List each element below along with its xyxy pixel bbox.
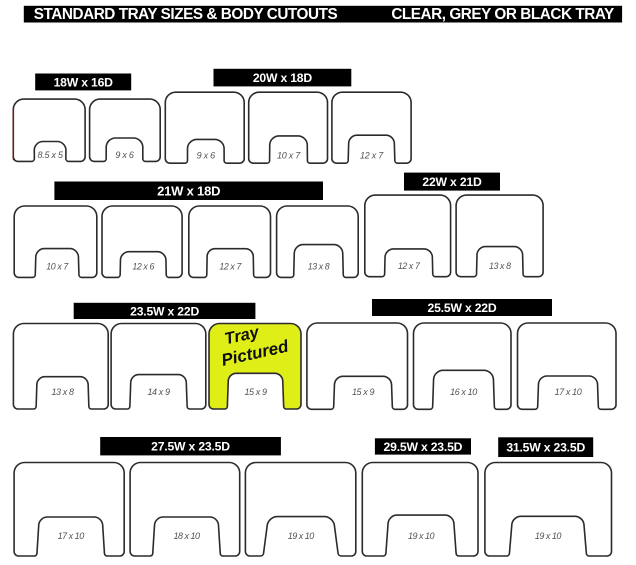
svg-text:12 x 7: 12 x 7: [219, 261, 242, 271]
svg-text:13 x 8: 13 x 8: [489, 261, 511, 271]
svg-text:9 x 6: 9 x 6: [197, 151, 216, 161]
svg-text:29.5W x 23.5D: 29.5W x 23.5D: [384, 440, 463, 454]
svg-text:17 x 10: 17 x 10: [555, 387, 582, 397]
svg-text:17 x 10: 17 x 10: [58, 531, 85, 541]
svg-text:23.5W x 22D: 23.5W x 22D: [130, 304, 199, 318]
svg-text:CLEAR, GREY OR BLACK TRAY: CLEAR, GREY OR BLACK TRAY: [391, 6, 614, 23]
svg-text:16 x 10: 16 x 10: [450, 387, 477, 397]
svg-text:10 x 7: 10 x 7: [46, 261, 69, 271]
svg-text:19 x 10: 19 x 10: [408, 531, 435, 541]
svg-text:25.5W x 22D: 25.5W x 22D: [428, 301, 497, 315]
svg-text:9 x 6: 9 x 6: [115, 150, 134, 160]
svg-text:31.5W x 23.5D: 31.5W x 23.5D: [506, 441, 585, 455]
svg-text:12 x 7: 12 x 7: [360, 151, 384, 161]
svg-text:21W x 18D: 21W x 18D: [157, 183, 220, 198]
svg-text:22W x 21D: 22W x 21D: [422, 175, 482, 189]
svg-text:19 x 10: 19 x 10: [535, 531, 562, 541]
svg-text:27.5W x 23.5D: 27.5W x 23.5D: [151, 440, 230, 454]
svg-text:12 x 6: 12 x 6: [132, 261, 154, 271]
svg-text:18W x 16D: 18W x 16D: [54, 75, 114, 89]
svg-text:14 x 9: 14 x 9: [147, 387, 170, 397]
svg-text:10 x 7: 10 x 7: [277, 151, 301, 161]
svg-text:15 x 9: 15 x 9: [352, 387, 375, 397]
svg-text:13 x 8: 13 x 8: [51, 387, 74, 397]
svg-text:19 x 10: 19 x 10: [288, 531, 315, 541]
svg-text:8.5 x 5: 8.5 x 5: [37, 150, 64, 160]
svg-text:12 x 7: 12 x 7: [398, 261, 421, 271]
svg-text:13 x 8: 13 x 8: [308, 261, 330, 271]
svg-text:20W x 18D: 20W x 18D: [253, 71, 313, 85]
svg-text:STANDARD TRAY SIZES & BODY CUT: STANDARD TRAY SIZES & BODY CUTOUTS: [34, 6, 338, 23]
svg-text:18 x 10: 18 x 10: [173, 531, 200, 541]
svg-text:15 x 9: 15 x 9: [244, 387, 267, 397]
